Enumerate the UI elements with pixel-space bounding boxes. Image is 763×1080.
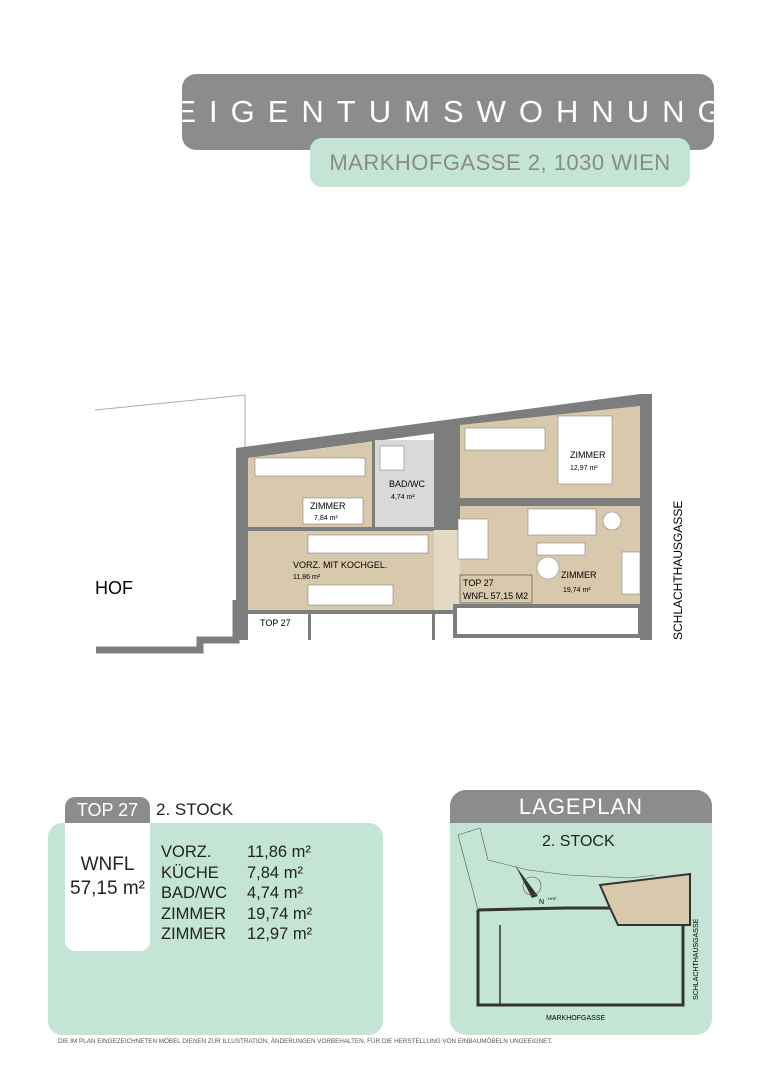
list-item: ZIMMER 12,97 m² xyxy=(161,924,312,945)
list-item: KÜCHE 7,84 m² xyxy=(161,863,312,884)
room-name: ZIMMER xyxy=(161,925,227,943)
room-name: BAD/WC xyxy=(161,884,227,902)
room-name: VORZ. MIT KOCHGEL. xyxy=(293,560,387,570)
unit-tab: TOP 27 xyxy=(65,797,150,824)
floor-label: 2. STOCK xyxy=(156,800,234,819)
entrance-label: TOP 27 xyxy=(260,618,291,628)
street-label-right: SCHLACHTHAUSGASSE xyxy=(671,501,685,640)
unit-label: TOP 27 xyxy=(463,578,494,588)
site-plan-floor: 2. STOCK xyxy=(542,833,615,850)
hof-label: HOF xyxy=(548,896,557,901)
street-label-right: SCHLACHTHAUSGASSE xyxy=(693,918,700,1000)
room-list: VORZ. 11,86 m² KÜCHE 7,84 m² BAD/WC 4,74 m²… xyxy=(161,842,312,945)
room-name: ZIMMER xyxy=(561,570,597,580)
room-area: 11,86 m² xyxy=(293,574,321,581)
room-area: 7,84 m² xyxy=(247,863,303,882)
room-name: KÜCHE xyxy=(161,863,219,882)
wnfl-card: WNFL 57,15 m² xyxy=(65,823,150,951)
hof-label: HOF xyxy=(95,578,133,598)
wnfl-value: 57,15 m² xyxy=(70,878,145,899)
unit-area-label: WNFL 57,15 M2 xyxy=(463,591,528,601)
room-area: 11,86 m² xyxy=(247,843,311,861)
disclaimer: DIE IM PLAN EINGEZEICHNETEN MÖBEL DIENEN… xyxy=(58,1038,553,1045)
list-item: BAD/WC 4,74 m² xyxy=(161,883,312,904)
room-area: 19,74 m² xyxy=(247,904,313,923)
list-item: VORZ. 11,86 m² xyxy=(161,842,312,863)
page-title: EIGENTUMSWOHNUNG xyxy=(175,74,722,150)
north-arrow-icon xyxy=(515,865,538,898)
room-area: 7,84 m² xyxy=(314,515,338,522)
room-name: ZIMMER xyxy=(161,904,227,923)
room-name: ZIMMER xyxy=(570,450,606,460)
street-label-bottom: MARKHOFGASSE xyxy=(546,1015,605,1022)
north-label: N xyxy=(539,899,544,906)
room-area: 12,97 m² xyxy=(570,465,598,472)
site-plan-title: LAGEPLAN xyxy=(450,790,712,823)
room-area: 4,74 m² xyxy=(247,884,303,902)
room-name: VORZ. xyxy=(161,843,212,861)
wnfl-label: WNFL xyxy=(80,854,135,875)
site-plan-panel: LAGEPLAN 2. STOCK N HOF MARKHOFGASSE SCH… xyxy=(450,790,712,1035)
room-area: 4,74 m² xyxy=(391,494,415,501)
room-area: 19,74 m² xyxy=(563,587,591,594)
room-name: BAD/WC xyxy=(389,479,426,489)
site-plan-drawing: N HOF MARKHOFGASSE SCHLACHTHAUSGASSE xyxy=(457,827,700,1022)
address-label: MARKHOFGASSE 2, 1030 WIEN xyxy=(310,138,690,187)
room-name: ZIMMER xyxy=(310,501,346,511)
list-item: ZIMMER 19,74 m² xyxy=(161,904,312,925)
room-area: 12,97 m² xyxy=(247,925,313,943)
floor-plan: HOF SCHLACHTHAUSGASSE TOP 27 ZIMMER 7,84… xyxy=(94,394,685,654)
